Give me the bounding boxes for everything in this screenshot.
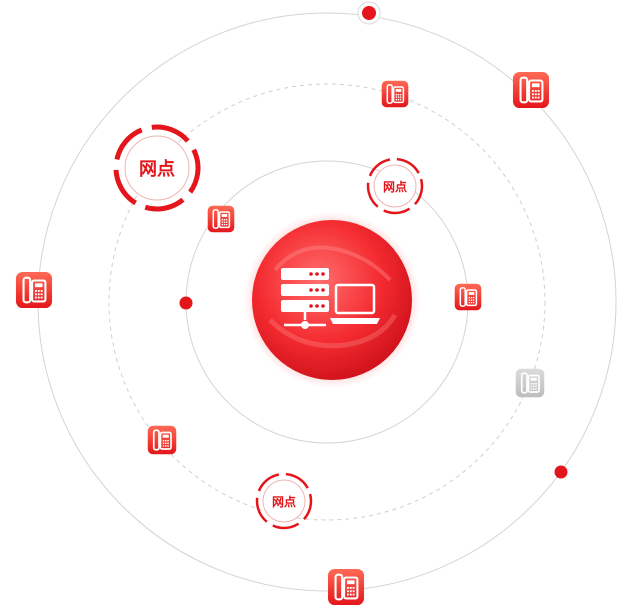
- phone-icon-top-right[interactable]: [512, 71, 550, 109]
- network-node-small-label: 网点: [272, 494, 296, 509]
- network-node-medium[interactable]: 网点: [362, 153, 428, 219]
- phone-icon-inner-left[interactable]: [207, 205, 235, 233]
- desk-phone-icon: [459, 287, 478, 307]
- desk-phone-icon: [520, 372, 540, 394]
- phone-icon-top[interactable]: [381, 80, 409, 108]
- phone-icon-inner-right[interactable]: [454, 283, 482, 311]
- hub: [244, 212, 420, 388]
- desk-phone-icon: [212, 209, 231, 229]
- network-node-large[interactable]: 网点: [104, 115, 209, 220]
- desk-phone-icon: [386, 84, 405, 104]
- desk-phone-icon: [22, 276, 47, 304]
- phone-icon-lower-left[interactable]: [147, 425, 177, 455]
- marker-left: [179, 296, 193, 310]
- desk-phone-icon: [334, 573, 359, 601]
- desk-phone-icon: [519, 76, 544, 104]
- network-node-large-label: 网点: [139, 158, 175, 180]
- phone-icon-right-disabled[interactable]: [515, 368, 545, 398]
- network-node-medium-label: 网点: [383, 179, 407, 194]
- middle-orbit: [108, 83, 546, 521]
- server-laptop-icon: [281, 268, 380, 329]
- desk-phone-icon: [152, 429, 172, 451]
- marker-right: [554, 465, 568, 479]
- marker-top: [357, 1, 381, 25]
- phone-icon-left[interactable]: [15, 271, 53, 309]
- phone-icon-bottom[interactable]: [327, 568, 365, 606]
- network-node-small[interactable]: 网点: [251, 468, 317, 534]
